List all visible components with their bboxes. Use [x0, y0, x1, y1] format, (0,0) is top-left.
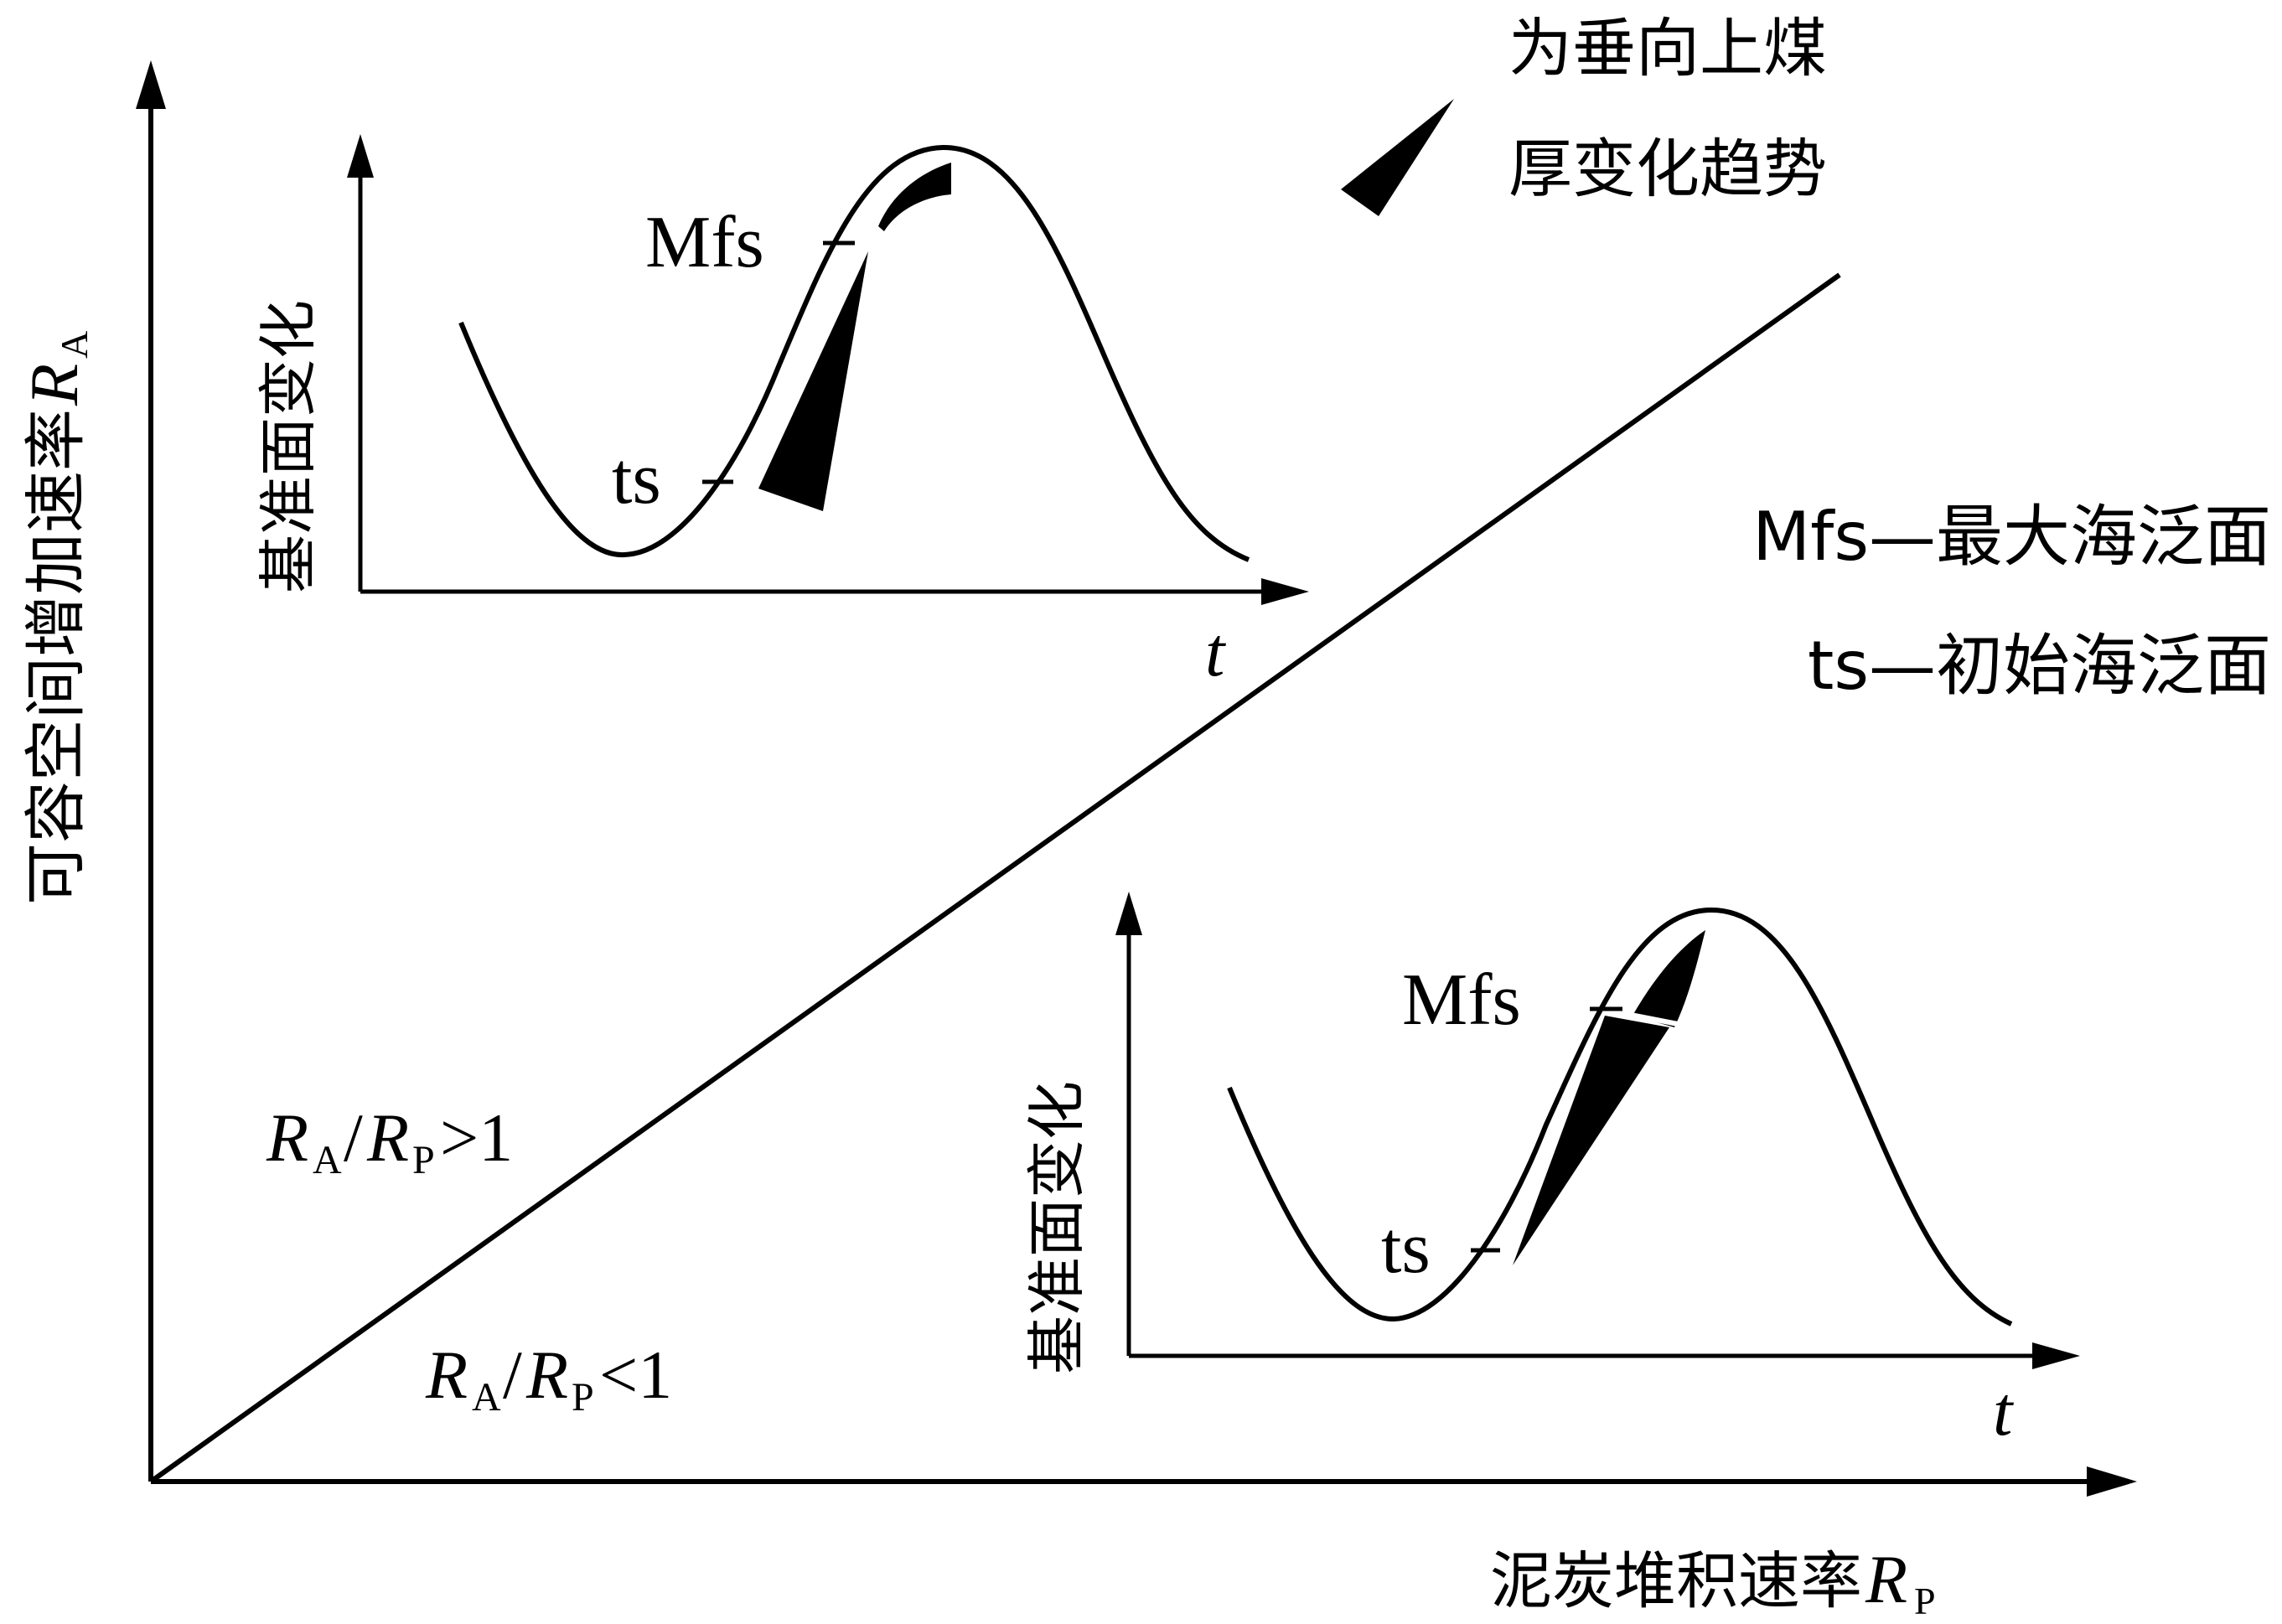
region-lower-ra-sub: A [472, 1375, 501, 1420]
inset-bottom: Mfs ts t 基准面变化 [1022, 892, 2080, 1451]
inset-top-base-level-curve [458, 144, 1250, 562]
inset-top-y-label: 基准面变化 [254, 300, 323, 593]
x-axis-label-sub: P [1914, 1580, 1936, 1622]
inset-bottom-gap-line [1608, 1008, 1679, 1027]
y-axis-label: 可容空间增加速率 R A [16, 331, 96, 905]
legend-wedge-icon [1341, 99, 1454, 216]
inset-top-x-label: t [1205, 613, 1227, 691]
inset-bottom-x-arrowhead [2032, 1342, 2080, 1369]
inset-bottom-y-arrowhead [1115, 892, 1142, 935]
main-axes [148, 99, 2095, 1484]
region-upper-rel: >1 [440, 1099, 513, 1176]
inset-top-x-arrowhead [1261, 578, 1309, 605]
inset-bottom-thickness-cap [1633, 930, 1705, 1027]
legend-wedge-line2: 厚变化趋势 [1508, 132, 1827, 206]
legend-mfs-definition: Mfs—最大海泛面 [1752, 498, 2271, 576]
inset-top-ts-label: ts [612, 438, 661, 520]
region-upper-rp-sub: P [412, 1138, 435, 1182]
region-lower-rp: R [525, 1337, 568, 1413]
region-upper-label: R A / R P >1 [266, 1099, 513, 1182]
inset-top: Mfs ts t 基准面变化 [254, 134, 1309, 691]
y-axis-label-cn: 可容空间增加速率 [20, 409, 92, 905]
x-axis-label-cn: 泥炭堆积速率 [1490, 1545, 1862, 1617]
ratio-one-line [149, 272, 1841, 1484]
region-upper-ra: R [266, 1099, 308, 1176]
region-lower-slash: / [503, 1337, 522, 1413]
legend-ts-definition: ts—初始海泛面 [1808, 627, 2271, 705]
legend-wedge-line1: 为垂向上煤 [1508, 11, 1827, 85]
inset-bottom-base-level-curve [1227, 907, 2013, 1327]
inset-bottom-ts-label: ts [1381, 1208, 1431, 1289]
x-axis-label-var: R [1865, 1541, 1907, 1617]
inset-top-thickness-wedge [758, 251, 868, 511]
legend: 为垂向上煤 厚变化趋势 Mfs—最大海泛面 ts—初始海泛面 [1341, 11, 2271, 705]
x-axis-label: 泥炭堆积速率 R P [1490, 1541, 1936, 1622]
region-lower-rel: <1 [599, 1337, 672, 1413]
inset-top-y-arrowhead [347, 134, 374, 178]
region-lower-ra: R [425, 1337, 468, 1413]
region-upper-ra-sub: A [313, 1138, 342, 1182]
region-lower-label: R A / R P <1 [425, 1337, 672, 1420]
inset-bottom-y-label: 基准面变化 [1022, 1081, 1091, 1374]
y-axis-label-sub: A [53, 331, 96, 359]
main-y-arrowhead [136, 60, 166, 109]
inset-top-mfs-label: Mfs [645, 202, 764, 283]
inset-bottom-x-label: t [1993, 1373, 2015, 1451]
main-x-arrowhead [2087, 1466, 2137, 1497]
inset-top-thickness-cap [878, 163, 951, 231]
inset-bottom-mfs-label: Mfs [1402, 959, 1521, 1041]
inset-bottom-thickness-wedge [1513, 1016, 1669, 1265]
region-upper-slash: / [344, 1099, 363, 1176]
y-axis-label-var: R [16, 364, 92, 406]
region-lower-rp-sub: P [572, 1375, 594, 1420]
region-upper-rp: R [366, 1099, 409, 1176]
